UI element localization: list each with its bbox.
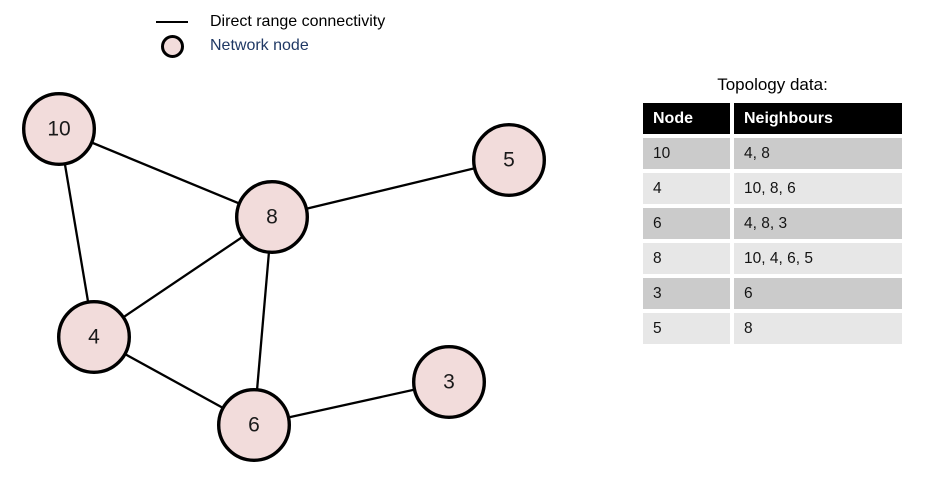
graph-edge-8-5: [271, 158, 510, 219]
legend-label-connectivity: Direct range connectivity: [210, 13, 386, 30]
table-cell-r3-c0: 8: [643, 243, 730, 274]
graph-edge-10-8: [58, 127, 273, 219]
network-node-8: [234, 179, 309, 254]
legend-item-node: Network node: [150, 34, 385, 58]
table-cell-r4-c1: 6: [734, 278, 902, 309]
table-cell-r1-c1: 10, 8, 6: [734, 173, 902, 204]
node-circle-glyph: [160, 34, 184, 58]
legend: Direct range connectivity Network node: [150, 10, 385, 58]
network-node-icon: [150, 34, 194, 58]
network-node-3: [412, 345, 487, 420]
node-label-4: 4: [88, 326, 100, 349]
table-cell-r0-c0: 10: [643, 138, 730, 169]
network-node-5: [472, 122, 547, 197]
node-label-6: 6: [248, 414, 260, 437]
network-node-6: [216, 388, 291, 463]
table-cell-r4-c0: 3: [643, 278, 730, 309]
table-title: Topology data:: [717, 75, 828, 94]
legend-item-connectivity: Direct range connectivity: [150, 10, 385, 34]
table-cell-r5-c1: 8: [734, 313, 902, 344]
direct-range-line-icon: [150, 21, 194, 23]
table-cell-r0-c1: 4, 8: [734, 138, 902, 169]
table-header-node: Node: [643, 103, 730, 134]
table-header-neighbours: Neighbours: [734, 103, 902, 134]
table-cell-r2-c0: 6: [643, 208, 730, 239]
network-node-4: [57, 300, 131, 375]
table-cell-r2-c1: 4, 8, 3: [734, 208, 902, 239]
node-label-10: 10: [47, 118, 70, 141]
node-label-8: 8: [266, 206, 278, 229]
table-cell-r3-c1: 10, 4, 6, 5: [734, 243, 902, 274]
legend-label-node: Network node: [210, 37, 309, 54]
node-label-5: 5: [503, 149, 515, 172]
node-label-3: 3: [443, 371, 455, 394]
table-cell-r1-c0: 4: [643, 173, 730, 204]
table-cell-r5-c0: 5: [643, 313, 730, 344]
network-node-10: [22, 91, 96, 166]
